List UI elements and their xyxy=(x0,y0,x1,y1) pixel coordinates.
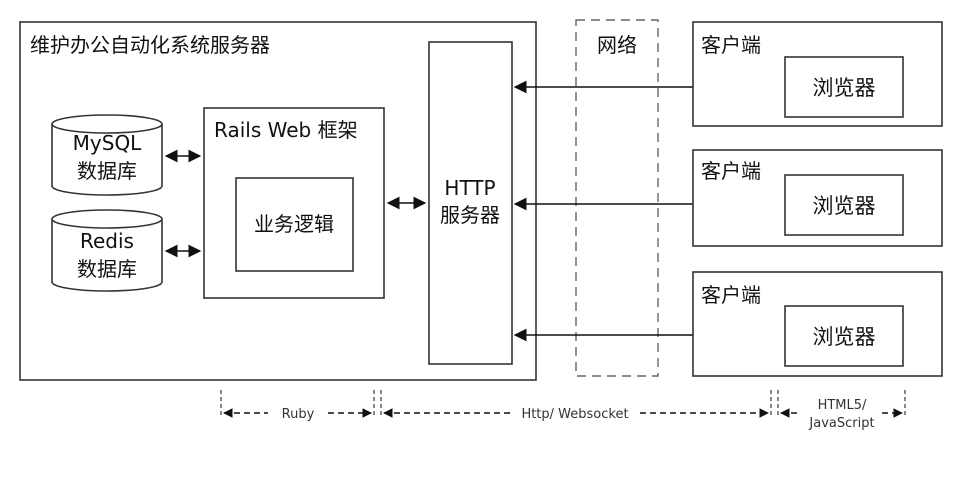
http-sublabel: 服务器 xyxy=(440,203,500,227)
browser-label-1: 浏览器 xyxy=(813,76,876,100)
http-label: HTTP xyxy=(444,176,495,200)
client-title-1: 客户端 xyxy=(701,33,761,57)
mysql-sublabel: 数据库 xyxy=(77,159,137,183)
client-title-2: 客户端 xyxy=(701,159,761,183)
browser-box-2 xyxy=(784,174,904,236)
timeline-ticks xyxy=(220,390,906,416)
browser-box-1 xyxy=(784,56,904,118)
redis-label: Redis xyxy=(80,229,134,253)
timeline-http-label: Http/ Websocket xyxy=(521,407,628,422)
mysql-database-icon xyxy=(51,114,163,196)
mysql-label: MySQL xyxy=(73,131,143,155)
browser-box-3 xyxy=(784,305,904,367)
redis-sublabel: 数据库 xyxy=(77,257,137,281)
network-zone xyxy=(575,19,659,377)
rails-title: Rails Web 框架 xyxy=(214,118,358,142)
browser-label-2: 浏览器 xyxy=(813,194,876,218)
server-title: 维护办公自动化系统服务器 xyxy=(30,33,270,57)
timeline-javascript-label: JavaScript xyxy=(808,416,874,431)
http-server-box xyxy=(428,41,513,365)
browser-label-3: 浏览器 xyxy=(813,325,876,349)
timeline-ruby-label: Ruby xyxy=(282,407,315,422)
business-logic-box xyxy=(235,177,354,272)
business-logic-label: 业务逻辑 xyxy=(254,212,334,236)
client-title-3: 客户端 xyxy=(701,283,761,307)
timeline-html5-label: HTML5/ xyxy=(818,398,867,413)
redis-database-icon xyxy=(51,209,163,292)
network-label: 网络 xyxy=(597,33,637,57)
